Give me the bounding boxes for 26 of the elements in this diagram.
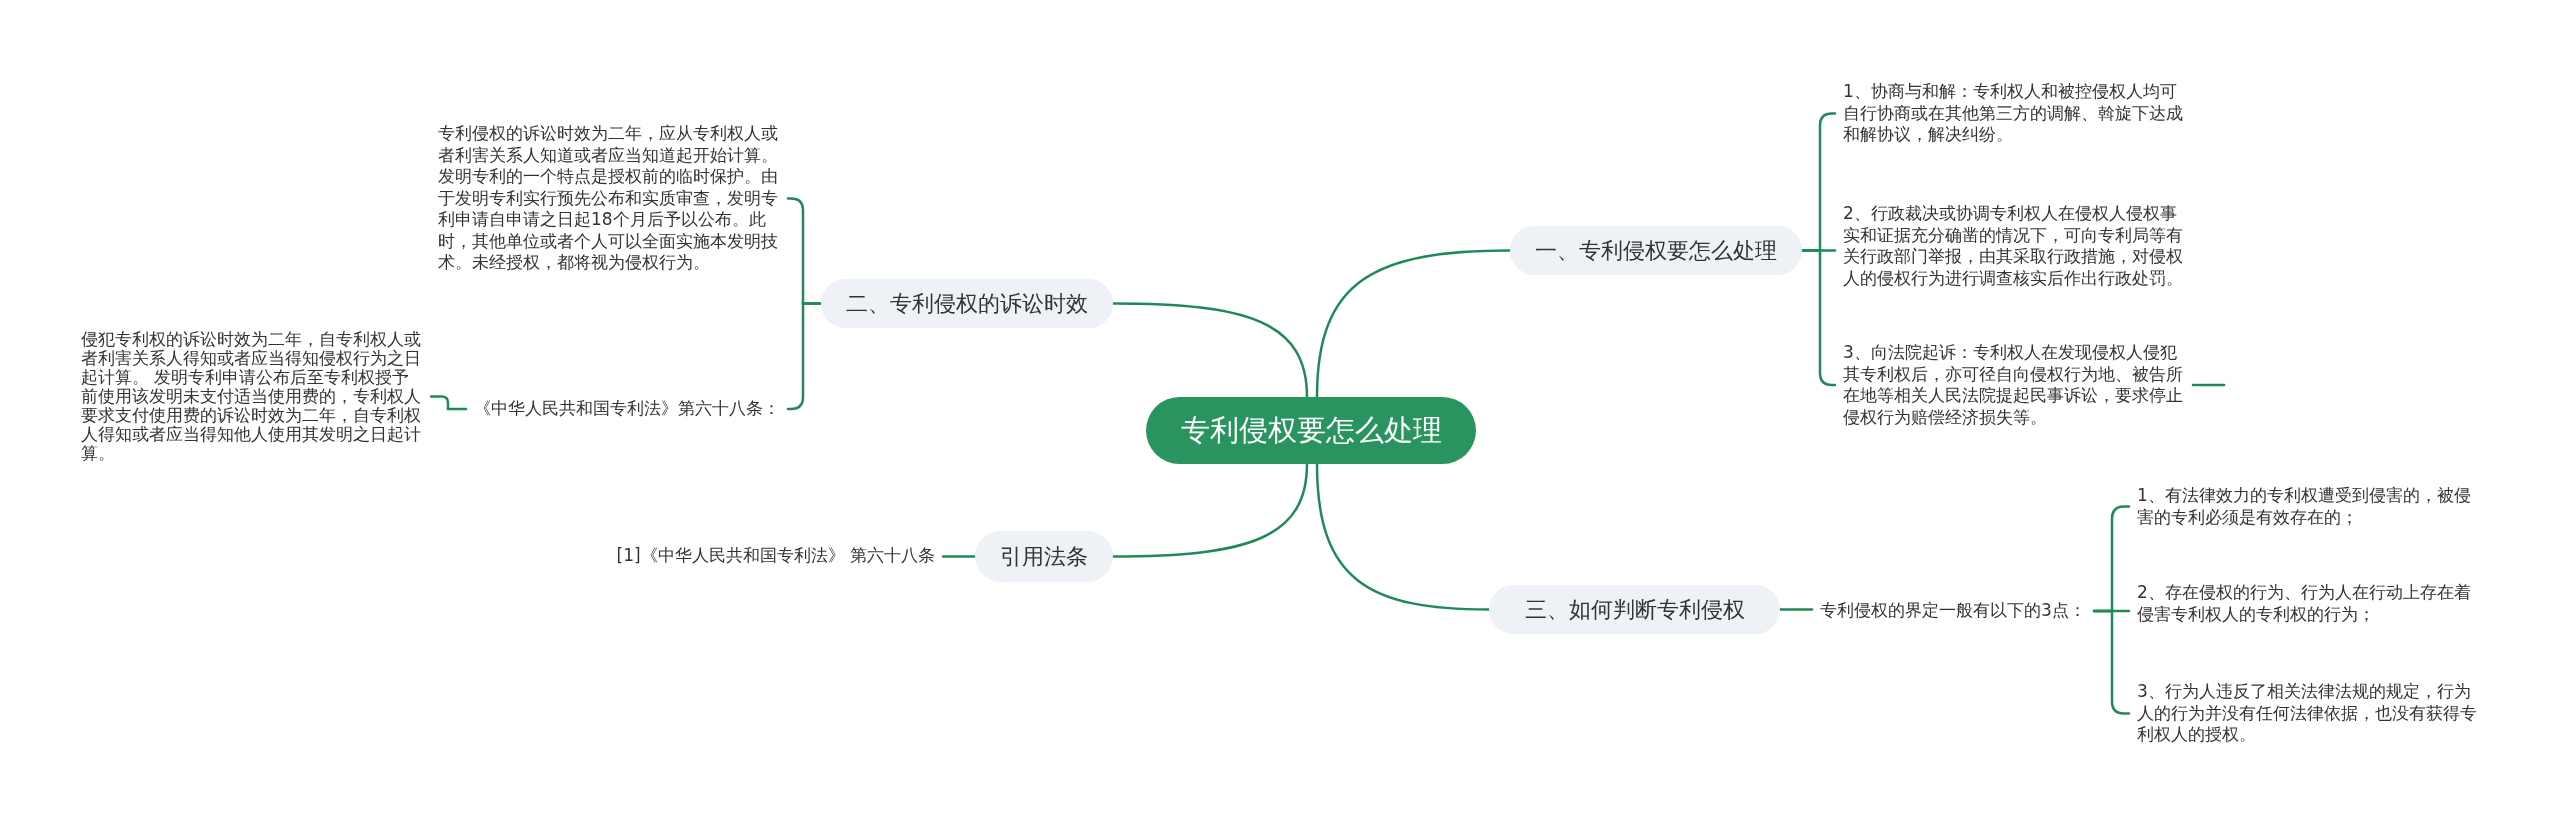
- note-text: 3、向法院起诉：专利权人在发现侵权人侵犯其专利权后，亦可径自向侵权行为地、被告所在地等相关人民法院提起民事诉讼，要求停止侵权行为赔偿经济损失等。: [1835, 342, 2193, 428]
- branch-topic-pill: 二、专利侵权的诉讼时效: [821, 279, 1113, 328]
- branch-topic-pill: 一、专利侵权要怎么处理: [1510, 226, 1802, 275]
- note-text: [1]《中华人民共和国专利法》 第六十八条: [608, 545, 943, 567]
- note-text: 《中华人民共和国专利法》第六十八条：: [466, 398, 788, 420]
- note-text: 2、存在侵权的行为、行为人在行动上存在着侵害专利权人的专利权的行为；: [2129, 582, 2487, 625]
- bracket-connector: [786, 302, 823, 411]
- note-text: 1、有法律效力的专利权遭受到侵害的，被侵害的专利必须是有效存在的；: [2129, 485, 2487, 528]
- note-text: 3、行为人违反了相关法律法规的规定，行为人的行为并没有任何法律依据，也没有获得专利权人的授权。: [2129, 681, 2487, 746]
- curved-connector: [1315, 249, 1512, 399]
- branch-topic-pill: 引用法条: [975, 531, 1113, 582]
- note-text: 侵犯专利权的诉讼时效为二年，自专利权人或者利害关系人得知或者应当得知侵权行为之日起计算。 发明专利申请公布后至专利权授予前使用该发明未支付适当使用费的，专利权人要求支付使用费的诉讼时效为二年，自专利权人得知或者应当得知他人使用其发明之日起计算。: [73, 330, 431, 463]
- note-text: 2、行政裁决或协调专利权人在侵权人侵权事实和证据充分确凿的情况下，可向专利局等有关行政部门举报，由其采取行政措施，对侵权人的侵权行为进行调查核实后作出行政处罚。: [1835, 203, 2193, 289]
- curved-connector: [1111, 302, 1309, 399]
- branch-topic-pill: 三、如何判断专利侵权: [1489, 585, 1780, 634]
- note-text: 专利侵权的诉讼时效为二年，应从专利权人或者利害关系人知道或者应当知道起开始计算。发明专利的一个特点是授权前的临时保护。由于发明专利实行预先公布和实质审查，发明专利申请自申请之日起18个月后予以公布。此时，其他单位或者个人可以全面实施本发明技术。未经授权，都将视为侵权行为。: [430, 123, 788, 274]
- connector-line: [941, 555, 977, 558]
- note-text: 1、协商与和解：专利权人和被控侵权人均可自行协商或在其他第三方的调解、斡旋下达成和解协议，解决纠纷。: [1835, 81, 2193, 146]
- bracket-connector: [429, 395, 468, 411]
- note-text: 专利侵权的界定一般有以下的3点：: [1812, 600, 2094, 622]
- connector-line: [1778, 608, 1814, 611]
- stub-line: [2191, 383, 2226, 387]
- bracket-connector: [1800, 249, 1837, 387]
- curved-connector: [1315, 462, 1491, 611]
- curved-connector: [1111, 462, 1309, 558]
- central-topic-pill: 专利侵权要怎么处理: [1146, 397, 1476, 464]
